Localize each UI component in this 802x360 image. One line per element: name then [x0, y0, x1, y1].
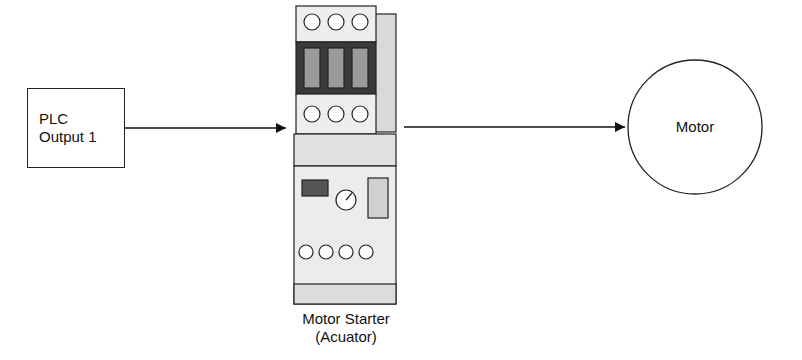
signal-arrow — [404, 126, 625, 128]
overload-relay — [294, 166, 396, 304]
terminal-screw — [352, 106, 368, 122]
signal-arrow — [125, 127, 286, 129]
starter-caption: Motor Starter (Acuator) — [290, 310, 402, 346]
bottom-terminal-block — [296, 94, 376, 134]
terminal-window — [352, 48, 368, 88]
terminal-screw — [319, 245, 333, 259]
current-dial — [336, 190, 356, 210]
motor-starter: Motor Starter (Acuator) — [288, 2, 404, 346]
terminal-screw — [304, 106, 320, 122]
top-terminal-block — [296, 6, 376, 42]
terminal-screw — [328, 14, 344, 30]
dial-pointer — [346, 193, 352, 200]
plc-output-box: PLC Output 1 — [27, 88, 125, 168]
terminal-screw — [352, 14, 368, 30]
reset-button — [368, 178, 388, 218]
terminal-screw — [304, 14, 320, 30]
terminal-window — [328, 48, 344, 88]
contactor-body — [296, 42, 376, 94]
rating-plate — [302, 180, 328, 196]
motor-circle-shape — [628, 60, 762, 194]
motor-starter-illustration — [288, 2, 404, 307]
component-caption: Motor Starter (Acuator) — [290, 310, 402, 346]
mounting-foot — [294, 284, 396, 304]
terminal-screw — [328, 106, 344, 122]
base-plate — [294, 134, 396, 166]
terminal-screw — [339, 245, 353, 259]
terminal-window — [304, 48, 320, 88]
node-label: Motor — [676, 118, 714, 136]
terminal-screw — [299, 245, 313, 259]
terminal-screw — [359, 245, 373, 259]
motor-circle: Motor — [627, 59, 763, 195]
node-label: PLC Output 1 — [39, 110, 111, 146]
